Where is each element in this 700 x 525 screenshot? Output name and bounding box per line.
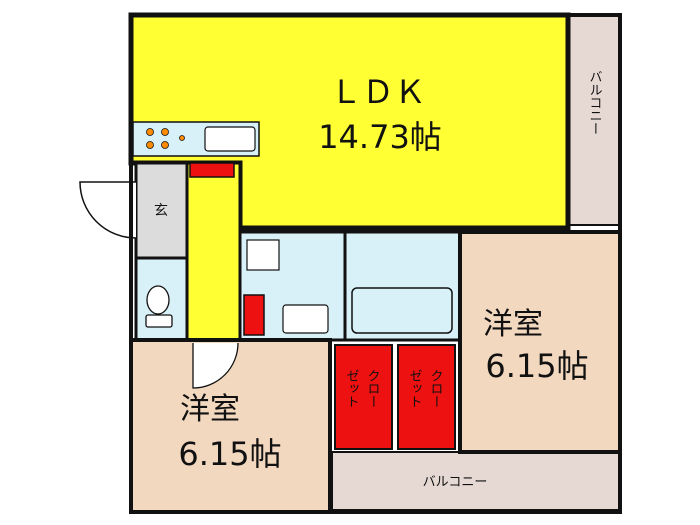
- closet-1: [334, 344, 393, 450]
- western-left-label: 洋室: [180, 392, 240, 427]
- closet-2-col-a: ゼット: [407, 369, 423, 408]
- outer-wall: [129, 13, 622, 514]
- hallway: [185, 161, 242, 342]
- balcony-side-label: バルコニー: [587, 70, 603, 135]
- balcony-bottom: [331, 451, 621, 511]
- bathtub-icon: [351, 287, 453, 334]
- washing-machine-space: [246, 239, 280, 271]
- ldk-label: ＬＤＫ: [330, 73, 426, 111]
- ldk-size: 14.73帖: [318, 118, 442, 156]
- closet-1-col-b: クロー: [365, 369, 380, 408]
- entrance-label: 玄: [154, 202, 168, 219]
- kitchen-sink: [204, 126, 256, 152]
- bedroom-door-swing: [192, 342, 239, 389]
- closet-2-col-b: クロー: [428, 369, 443, 408]
- balcony-bottom-label: バルコニー: [423, 475, 488, 490]
- western-room-right: [458, 230, 622, 454]
- western-right-label: 洋室: [483, 307, 543, 342]
- stove-icon: [146, 128, 185, 149]
- entrance-door-swing: [79, 181, 137, 239]
- closet-1-col-a: ゼット: [344, 369, 360, 408]
- wash-basin: [282, 304, 329, 334]
- linen-cabinet: [243, 294, 265, 336]
- closet-2: [397, 344, 456, 450]
- western-left-size: 6.15帖: [178, 435, 281, 473]
- western-right-size: 6.15帖: [485, 347, 588, 385]
- toilet-icon: [145, 285, 173, 328]
- shoe-cabinet: [189, 162, 235, 178]
